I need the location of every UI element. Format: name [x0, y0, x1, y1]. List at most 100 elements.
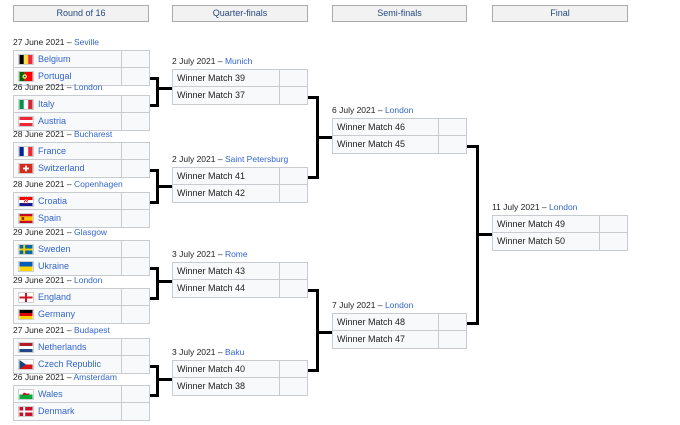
match-venue-link[interactable]: Baku: [224, 347, 245, 357]
team-name-link[interactable]: Italy: [38, 98, 55, 109]
team-name-link[interactable]: England: [38, 291, 72, 302]
connector-qf-in: [156, 378, 172, 381]
team-name-link[interactable]: Switzerland: [38, 163, 85, 173]
match-date-text: 2 July 2021 –: [172, 56, 225, 66]
match-venue-link[interactable]: Bucharest: [73, 129, 113, 139]
match-date-text: 29 June 2021 –: [13, 227, 74, 237]
team-cell: Winner Match 39: [173, 70, 279, 86]
connector-qf-out: [308, 289, 319, 292]
match-date-venue: 28 June 2021 – Copenhagen: [13, 179, 123, 190]
team-name-link[interactable]: Sweden: [38, 243, 71, 254]
match-date-venue: 3 July 2021 – Rome: [172, 249, 248, 260]
match-venue-link[interactable]: London: [384, 105, 414, 115]
match-venue-link[interactable]: Seville: [73, 37, 100, 47]
connector-r16-out: [150, 201, 159, 204]
match-date-text: 11 July 2021 –: [492, 202, 550, 212]
team-name-link[interactable]: Portugal: [38, 71, 72, 81]
match-venue-link[interactable]: Munich: [224, 56, 253, 66]
team-cell: Winner Match 37: [173, 87, 279, 104]
match-row: Winner Match 42: [172, 185, 308, 203]
team-cell: Winner Match 47: [333, 331, 438, 348]
team-name-link[interactable]: Czech Republic: [38, 359, 102, 369]
match-date-text: 28 June 2021 –: [13, 129, 74, 139]
match-venue-link[interactable]: Amsterdam: [73, 372, 117, 382]
match-date-venue: 28 June 2021 – Bucharest: [13, 129, 112, 140]
team-name-link[interactable]: Germany: [38, 309, 76, 319]
score-cell: [279, 87, 307, 104]
team-placeholder-label: Winner Match 38: [177, 381, 246, 391]
connector-sf-in: [316, 136, 332, 139]
match-venue-link[interactable]: Copenhagen: [73, 179, 123, 189]
match-venue-link[interactable]: Rome: [224, 249, 248, 259]
match-row: Czech Republic: [13, 356, 150, 374]
team-cell: Wales: [14, 386, 121, 402]
match-date-venue: 27 June 2021 – Seville: [13, 37, 99, 48]
score-cell: [121, 306, 149, 323]
match-venue-link[interactable]: Budapest: [73, 325, 110, 335]
team-cell: Czech Republic: [14, 356, 121, 373]
match-row: Germany: [13, 306, 150, 324]
match-row: Winner Match 47: [332, 331, 467, 349]
match-row: Winner Match 43: [172, 262, 308, 280]
connector-qf-out: [308, 96, 319, 99]
match-date-venue: 11 July 2021 – London: [492, 202, 577, 213]
team-placeholder-label: Winner Match 41: [177, 170, 246, 181]
connector-r16-out: [150, 394, 159, 397]
team-name-link[interactable]: Croatia: [38, 195, 68, 206]
team-cell: Winner Match 44: [173, 280, 279, 297]
flag-icon-croatia: [18, 195, 34, 207]
team-placeholder-label: Winner Match 45: [337, 139, 406, 149]
team-cell: France: [14, 143, 121, 159]
match-venue-link[interactable]: Glasgow: [73, 227, 108, 237]
score-cell: [279, 263, 307, 279]
team-name-link[interactable]: Austria: [38, 116, 67, 126]
flag-icon-england: [18, 291, 34, 303]
team-placeholder-label: Winner Match 43: [177, 265, 246, 276]
connector-qf-out: [308, 176, 319, 179]
match-row: Denmark: [13, 403, 150, 421]
score-cell: [599, 233, 627, 250]
connector-sf-out: [467, 322, 479, 325]
flag-icon-netherlands: [18, 341, 34, 353]
connector-qf-in: [156, 280, 172, 283]
team-cell: Switzerland: [14, 160, 121, 177]
match-venue-link[interactable]: London: [73, 275, 103, 285]
team-name-link[interactable]: Ukraine: [38, 261, 70, 271]
match-venue-link[interactable]: London: [549, 202, 578, 212]
connector-r16-out: [150, 267, 159, 270]
match-venue-link[interactable]: Saint Petersburg: [224, 154, 289, 164]
score-cell: [121, 386, 149, 402]
match-venue-link[interactable]: London: [384, 300, 414, 310]
team-placeholder-label: Winner Match 37: [177, 90, 246, 100]
team-name-link[interactable]: Wales: [38, 388, 63, 399]
team-cell: England: [14, 289, 121, 305]
team-cell: Winner Match 40: [173, 361, 279, 377]
team-name-link[interactable]: Denmark: [38, 406, 75, 416]
team-name-link[interactable]: Netherlands: [38, 341, 87, 352]
team-name-link[interactable]: Spain: [38, 213, 62, 223]
match-row: Winner Match 39: [172, 69, 308, 87]
round-header-quarter-finals[interactable]: Quarter-finals: [172, 5, 308, 22]
score-cell: [121, 143, 149, 159]
score-cell: [599, 216, 627, 232]
flag-icon-austria: [18, 116, 34, 127]
team-cell: Sweden: [14, 241, 121, 257]
round-header-round-of-16[interactable]: Round of 16: [13, 5, 149, 22]
team-cell: Winner Match 38: [173, 378, 279, 395]
flag-icon-italy: [18, 98, 34, 110]
flag-icon-czech-republic: [18, 359, 34, 370]
match-row: Netherlands: [13, 338, 150, 356]
connector-qf-spine: [316, 289, 319, 372]
match-row: Portugal: [13, 68, 150, 86]
round-header-semi-finals[interactable]: Semi-finals: [332, 5, 467, 22]
team-cell: Winner Match 45: [333, 136, 438, 153]
score-cell: [279, 361, 307, 377]
match-venue-link[interactable]: London: [73, 82, 103, 92]
team-name-link[interactable]: Belgium: [38, 53, 71, 64]
round-header-final[interactable]: Final: [492, 5, 628, 22]
team-name-link[interactable]: France: [38, 145, 67, 156]
match-row: Winner Match 41: [172, 167, 308, 185]
